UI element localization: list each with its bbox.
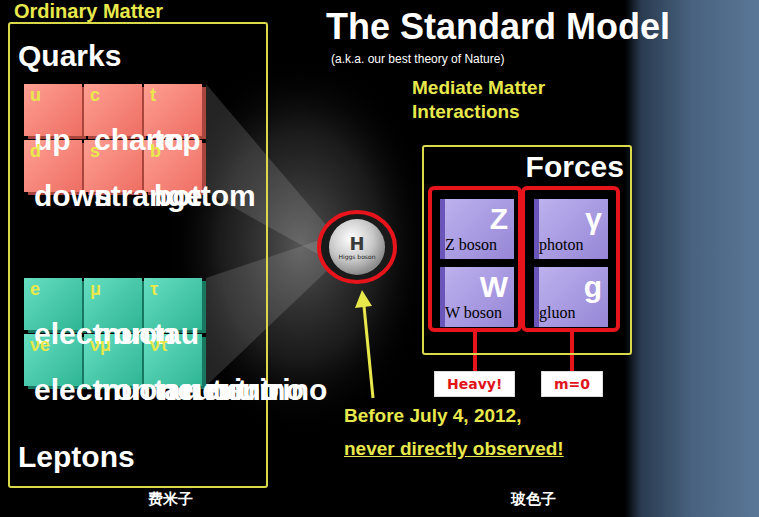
- particle-symbol: νe: [30, 334, 82, 356]
- note-box: m=0: [541, 371, 603, 397]
- quark-tile: ddown: [24, 140, 82, 192]
- lepton-tile: eelectron: [24, 278, 82, 330]
- particle-symbol: u: [30, 84, 82, 106]
- particle-symbol: μ: [90, 278, 142, 300]
- quark-tile: ccharm: [84, 84, 142, 136]
- quark-tile: bbottom: [144, 140, 202, 192]
- lepton-tile: νμmuon neutrino: [84, 334, 142, 386]
- particle-name: top: [154, 123, 202, 157]
- particle-name: photon: [539, 236, 608, 254]
- lepton-tile: τtau: [144, 278, 202, 330]
- category-caption: 费米子: [148, 489, 193, 509]
- particle-symbol: g: [539, 270, 608, 304]
- lepton-tile: νeelectron neutrino: [24, 334, 82, 386]
- particle-symbol: s: [90, 140, 142, 162]
- lepton-tile: μmuon: [84, 278, 142, 330]
- particle-symbol: τ: [150, 278, 202, 300]
- particle-symbol: νμ: [90, 334, 142, 356]
- light-beam: [206, 84, 332, 262]
- particle-symbol: γ: [539, 202, 608, 236]
- category-caption: 玻色子: [511, 489, 556, 509]
- particle-symbol: H: [349, 235, 364, 253]
- group-heading: Ordinary Matter: [14, 0, 268, 22]
- particle-name: electron neutrino: [34, 373, 82, 407]
- slide-title: The Standard Model: [326, 6, 670, 48]
- note-text: Heavy!: [447, 375, 502, 393]
- arrow-line: [364, 306, 373, 398]
- quark-tile: ttop: [144, 84, 202, 136]
- boson-tile: ZZ boson: [440, 199, 514, 259]
- red-ring: [319, 212, 395, 282]
- lepton-tile: ντtau neutrino: [144, 334, 202, 386]
- quark-tile: uup: [24, 84, 82, 136]
- particle-name: W boson: [445, 304, 514, 322]
- side-panel: [625, 0, 759, 517]
- particle-name: up: [34, 123, 82, 157]
- note-text: m=0: [554, 375, 590, 393]
- leader-line: [570, 332, 574, 371]
- callout-note: Before July 4, 2012,: [344, 404, 521, 428]
- particle-symbol: Z: [445, 202, 514, 236]
- particle-symbol: W: [445, 270, 514, 304]
- higgs-circle: HHiggs boson: [316, 209, 398, 285]
- section-note: Mediate Matter Interactions: [412, 76, 592, 124]
- fermion-group: Ordinary MatterQuarksLeptonsuupccharmtto…: [8, 0, 268, 488]
- particle-name: bottom: [154, 179, 202, 213]
- particle-symbol: t: [150, 84, 202, 106]
- group-heading: Quarks: [18, 39, 268, 73]
- forces-box: ForcesZZ bosonγphotonWW bosonggluon: [422, 145, 632, 355]
- boson-tile: WW boson: [440, 267, 514, 327]
- quark-tile: sstrange: [84, 140, 142, 192]
- note-box: Heavy!: [434, 371, 515, 397]
- particle-symbol: ντ: [150, 334, 202, 356]
- group-heading: Forces: [424, 150, 630, 184]
- group-heading: Leptons: [18, 440, 268, 474]
- particle-symbol: e: [30, 278, 82, 300]
- particle-name: gluon: [539, 304, 608, 322]
- group-outline: [523, 188, 618, 330]
- particle-name: tau neutrino: [154, 373, 202, 407]
- subtitle: (a.k.a. our best theory of Nature): [331, 52, 504, 67]
- particle-symbol: b: [150, 140, 202, 162]
- particle-name: Z boson: [445, 236, 514, 254]
- boson-tile: γphoton: [534, 199, 608, 259]
- particle-name: down: [34, 179, 82, 213]
- particle-name: charm: [94, 123, 142, 157]
- particle-name: Higgs boson: [338, 253, 376, 260]
- haze: [165, 55, 435, 435]
- silver-sphere: [329, 219, 385, 275]
- particle-name: strange: [94, 179, 142, 213]
- particle-symbol: c: [90, 84, 142, 106]
- particle-name: muon neutrino: [94, 373, 142, 407]
- callout-note: never directly observed!: [344, 437, 564, 461]
- particle-symbol: d: [30, 140, 82, 162]
- boson-tile: ggluon: [534, 267, 608, 327]
- leader-line: [473, 332, 477, 371]
- arrow-head: [355, 290, 372, 308]
- light-beam: [206, 236, 332, 386]
- group-outline: [430, 188, 520, 330]
